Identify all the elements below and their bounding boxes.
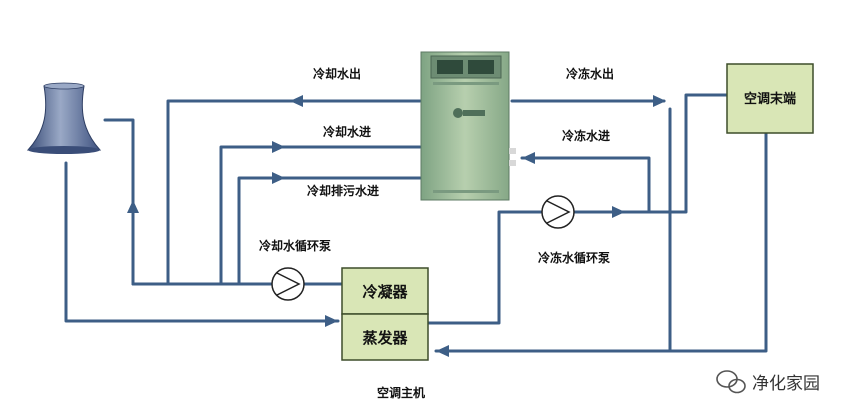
arrow-cooling-out xyxy=(290,95,303,107)
label-blowdown-in: 冷却排污水进 xyxy=(307,183,379,198)
label-chilled-water-in: 冷冻水进 xyxy=(562,128,610,143)
watermark-text: 净化家园 xyxy=(752,374,820,394)
arrow-pump-out xyxy=(612,206,625,218)
arrow-to-evaporator xyxy=(325,315,338,327)
flow-arrows xyxy=(127,95,666,357)
label-cooling-water-in: 冷却水进 xyxy=(323,124,371,139)
pipe-blowdown-in xyxy=(237,176,422,286)
arrow-chilled-out xyxy=(653,95,666,107)
cooling-pump xyxy=(271,267,305,301)
pipe-network xyxy=(64,93,768,353)
arrow-tower-up xyxy=(127,200,139,213)
label-main-unit: 空调主机 xyxy=(377,385,425,400)
ac-terminal: 空调末端 xyxy=(726,63,814,134)
cooling-tower xyxy=(26,82,102,154)
arrow-terminal-return xyxy=(436,345,449,357)
pipe-chilled-in xyxy=(520,156,651,214)
arrow-chilled-in xyxy=(522,152,535,164)
pipe-chilled-pump-line xyxy=(426,210,543,325)
arrow-blowdown-in xyxy=(272,172,285,184)
treatment-cabinet xyxy=(420,51,516,201)
label-cooling-water-out: 冷却水出 xyxy=(313,66,361,81)
ac-terminal-label: 空调末端 xyxy=(744,91,796,107)
pipe-terminal-return xyxy=(434,131,768,353)
pipe-return-to-tower xyxy=(103,118,135,286)
evaporator xyxy=(341,313,429,361)
ac-main-unit: 冷凝器 蒸发器 xyxy=(341,267,429,361)
pipe-cooling-out xyxy=(166,99,422,286)
chilled-pump xyxy=(541,195,575,229)
arrow-cooling-in xyxy=(272,141,285,153)
label-chilled-water-out: 冷冻水出 xyxy=(566,66,614,81)
evaporator-label: 蒸发器 xyxy=(362,329,408,347)
label-chilled-pump: 冷冻水循环泵 xyxy=(538,250,610,265)
pipe-chilled-pump-out xyxy=(572,93,729,214)
pipe-tower-to-main xyxy=(64,161,340,323)
label-cooling-pump: 冷却水循环泵 xyxy=(259,238,331,253)
wechat-icon xyxy=(716,370,746,394)
pipe-cooling-in xyxy=(219,145,422,286)
watermark: 净化家园 xyxy=(716,370,820,394)
condenser-label: 冷凝器 xyxy=(362,283,408,301)
